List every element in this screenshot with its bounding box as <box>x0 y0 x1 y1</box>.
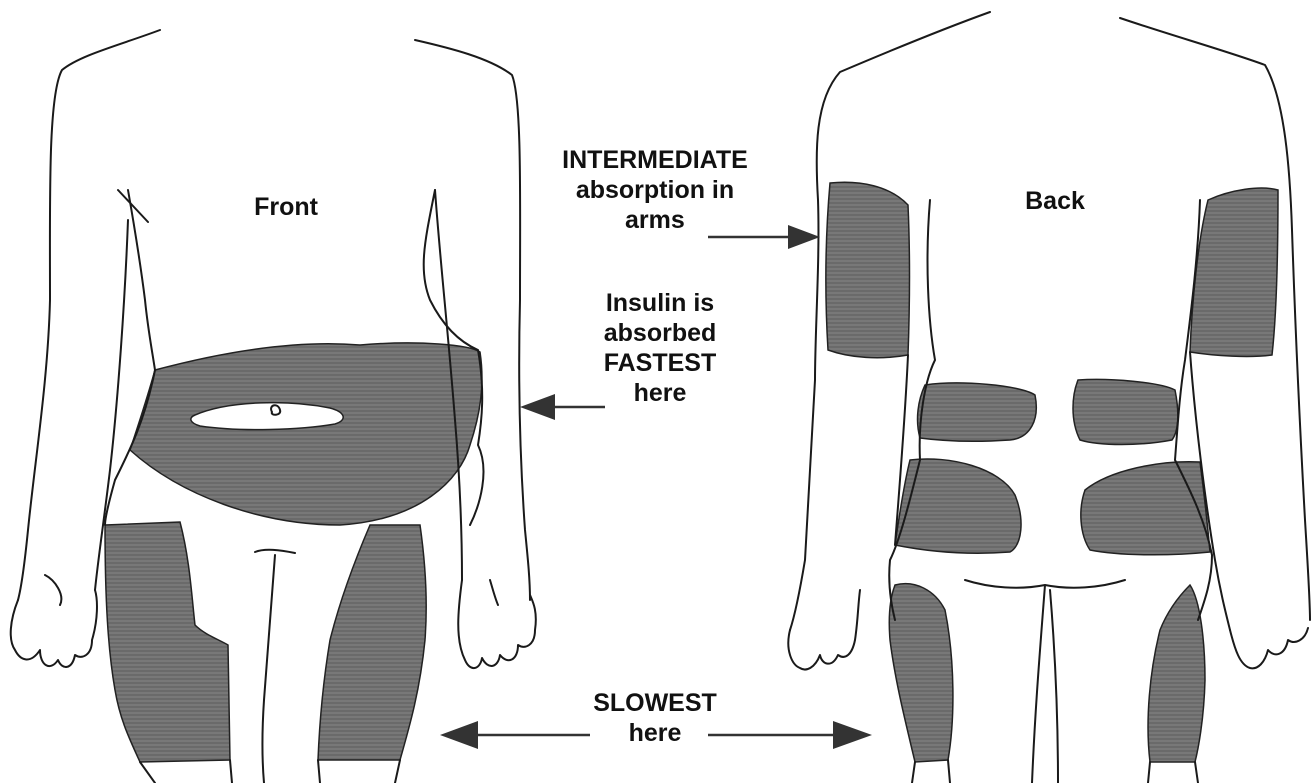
back-label: Back <box>1005 186 1105 216</box>
intermediate-line-3: arms <box>530 205 780 235</box>
front-figure <box>11 30 536 783</box>
fastest-line-4: here <box>575 378 745 408</box>
fastest-line-3: FASTEST <box>575 348 745 378</box>
front-right-thigh-zone <box>318 525 426 760</box>
back-left-thigh-zone <box>889 584 953 762</box>
slowest-label: SLOWEST here <box>575 688 735 748</box>
front-abdomen-zone <box>130 343 482 525</box>
back-left-arm-zone <box>826 182 910 357</box>
back-lower-left-zone <box>895 459 1021 553</box>
slowest-arrow-left <box>440 721 590 749</box>
intermediate-line-2: absorption in <box>530 175 780 205</box>
front-label: Front <box>236 192 336 222</box>
intermediate-line-1: INTERMEDIATE <box>530 145 780 175</box>
front-left-hand <box>11 575 97 667</box>
front-torso-left-outline <box>105 190 155 525</box>
back-lower-right-zone <box>1081 462 1210 555</box>
back-left-hand <box>788 590 860 669</box>
back-upper-left-zone <box>918 383 1037 441</box>
back-right-hand <box>1230 628 1308 668</box>
fastest-label: Insulin is absorbed FASTEST here <box>575 288 745 408</box>
fastest-line-2: absorbed <box>575 318 745 348</box>
back-right-thigh-zone <box>1148 585 1205 762</box>
front-right-hand <box>458 580 536 668</box>
front-left-thigh-zone <box>105 522 230 762</box>
slowest-line-1: SLOWEST <box>575 688 735 718</box>
back-legs-outline <box>912 760 1198 783</box>
back-figure <box>788 12 1310 783</box>
intermediate-label: INTERMEDIATE absorption in arms <box>530 145 780 235</box>
fastest-line-1: Insulin is <box>575 288 745 318</box>
slowest-line-2: here <box>575 718 735 748</box>
back-hips-outline <box>965 580 1125 783</box>
back-right-arm-zone <box>1190 188 1278 356</box>
back-upper-right-zone <box>1073 379 1178 444</box>
front-shoulders-outline <box>18 30 160 600</box>
